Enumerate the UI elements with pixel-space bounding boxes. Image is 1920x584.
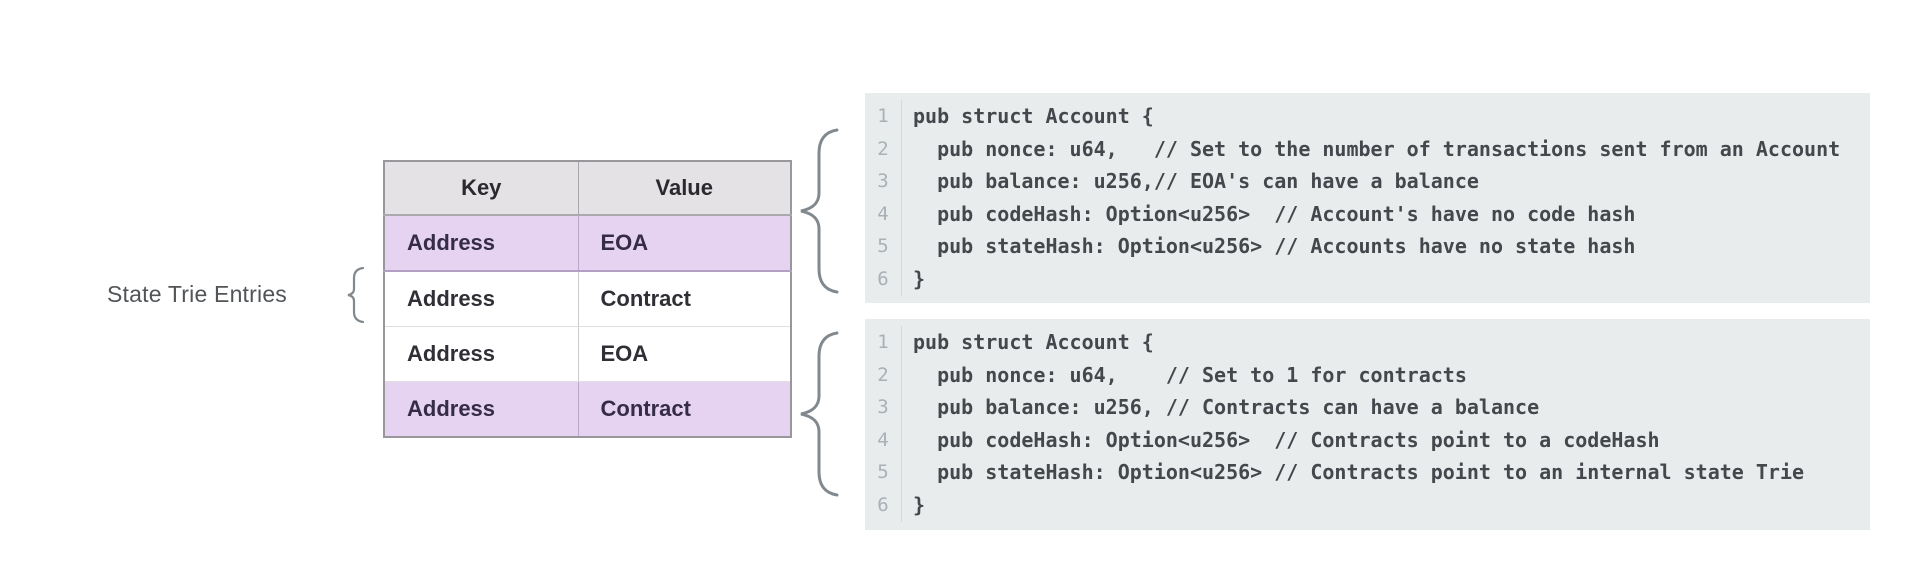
table-row-contract: Address Contract [384,271,791,327]
code-line: 2 pub nonce: u64, // Set to the number o… [865,132,1870,166]
code-line: 5 pub stateHash: Option<u256> // Contrac… [865,456,1870,489]
code-line: 4 pub codeHash: Option<u256> // Account'… [865,197,1870,231]
code-text: pub balance: u256, // Contracts can have… [913,395,1540,420]
label-brace-icon [347,266,365,324]
code-line: 5 pub stateHash: Option<u256> // Account… [865,230,1870,263]
line-number: 1 [865,326,902,359]
line-number: 5 [865,456,902,489]
code-text: pub balance: u256,// EOA's can have a ba… [913,169,1479,194]
code-text: } [913,492,926,517]
value-cell: EOA [578,326,791,382]
table-row-eoa: Address EOA [384,326,791,382]
code-line: 3 pub balance: u256, // Contracts can ha… [865,391,1870,424]
code-text: pub stateHash: Option<u256> // Accounts … [913,234,1636,259]
value-cell: Contract [578,381,791,437]
line-number: 4 [865,423,902,457]
key-column-header: Key [384,161,579,216]
table-row-contract-highlighted: Address Contract [384,381,791,437]
state-trie-entries-label: State Trie Entries [107,281,288,307]
key-cell: Address [384,271,579,327]
code-text: } [913,266,926,291]
code-text: pub codeHash: Option<u256> // Contracts … [913,427,1660,452]
code-text: pub stateHash: Option<u256> // Contracts… [913,460,1805,485]
code-text: pub struct Account { [913,104,1154,128]
eoa-account-code-block: 1 pub struct Account { 2 pub nonce: u64,… [865,93,1870,303]
line-number: 5 [865,230,902,263]
code-text: pub nonce: u64, // Set to the number of … [913,136,1841,161]
code-line: 6 } [865,262,1870,296]
key-cell: Address [384,326,579,382]
code-line: 1 pub struct Account { [865,100,1870,133]
code-line: 2 pub nonce: u64, // Set to 1 for contra… [865,358,1870,392]
key-cell: Address [384,381,579,437]
value-column-header: Value [578,161,791,216]
value-cell: EOA [578,215,791,272]
line-number: 3 [865,391,902,424]
state-trie-table: Key Value Address EOA Address Contract A… [383,160,792,438]
line-number: 2 [865,132,902,166]
key-cell: Address [384,215,579,272]
line-number: 2 [865,358,902,392]
line-number: 3 [865,165,902,198]
code-line: 1 pub struct Account { [865,326,1870,359]
code-line: 6 } [865,488,1870,522]
line-number: 6 [865,488,902,522]
eoa-code-brace-icon [800,128,839,294]
code-text: pub nonce: u64, // Set to 1 for contract… [913,362,1467,387]
contract-account-code-block: 1 pub struct Account { 2 pub nonce: u64,… [865,319,1870,530]
code-line: 3 pub balance: u256,// EOA's can have a … [865,165,1870,198]
code-line: 4 pub codeHash: Option<u256> // Contract… [865,423,1870,457]
code-text: pub struct Account { [913,330,1154,354]
contract-code-brace-icon [800,331,839,497]
value-cell: Contract [578,271,791,327]
line-number: 1 [865,100,902,133]
line-number: 6 [865,262,902,296]
line-number: 4 [865,197,902,231]
code-text: pub codeHash: Option<u256> // Account's … [913,201,1636,226]
table-row-eoa-highlighted: Address EOA [384,215,791,272]
table-header-row: Key Value [384,161,791,216]
